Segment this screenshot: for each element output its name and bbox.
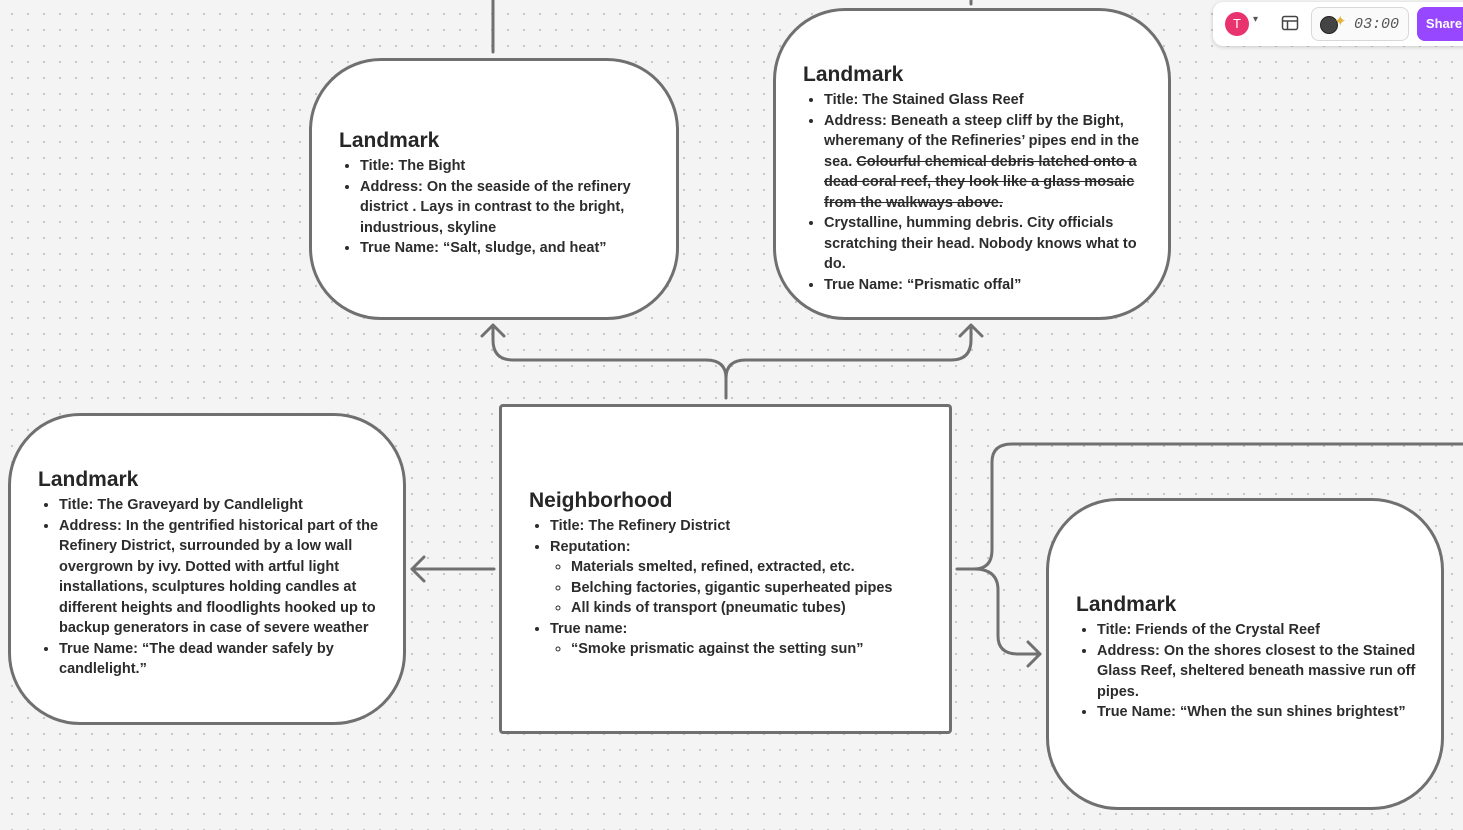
list-item: Address: On the seaside of the refinery …	[360, 177, 656, 239]
card-bullet-list: Title: The Bight Address: On the seaside…	[339, 156, 656, 259]
card-heading: Landmark	[38, 468, 139, 491]
list-item: True Name: “The dead wander safely by ca…	[59, 639, 383, 680]
landmark-card-graveyard[interactable]: Landmark Title: The Graveyard by Candlel…	[8, 413, 406, 725]
timer-value: 03:00	[1354, 16, 1400, 33]
connector-neighborhood-to-offscreen	[955, 442, 1463, 571]
sparkle-icon: ✦	[1334, 13, 1347, 30]
layout-icon[interactable]	[1281, 14, 1299, 32]
connector-neighborhood-to-bight	[491, 324, 728, 400]
reputation-label: Reputation:	[550, 538, 631, 555]
true-name-list: “Smoke prismatic against the setting sun…	[550, 639, 931, 660]
list-item: Title: The Refinery District	[550, 516, 931, 537]
list-item: Title: The Bight	[360, 156, 656, 177]
user-avatar[interactable]: T	[1225, 12, 1249, 36]
list-item: Materials smelted, refined, extracted, e…	[571, 557, 931, 578]
address-text: Address: Beneath a steep cliff by the Bi…	[824, 112, 1140, 170]
card-heading: Neighborhood	[529, 489, 673, 512]
card-bullet-list: Title: Friends of the Crystal Reef Addre…	[1076, 620, 1423, 723]
share-button[interactable]: Share	[1417, 7, 1463, 41]
list-item: True Name: “Salt, sludge, and heat”	[360, 238, 656, 259]
list-item: “Smoke prismatic against the setting sun…	[571, 639, 931, 660]
arrowhead-friends	[1026, 640, 1042, 668]
arrowhead-bight	[480, 323, 506, 338]
list-item: Title: The Stained Glass Reef	[824, 90, 1150, 111]
card-bullet-list: Title: The Graveyard by Candlelight Addr…	[38, 495, 383, 680]
list-item: Title: Friends of the Crystal Reef	[1097, 620, 1423, 641]
list-item: Belching factories, gigantic superheated…	[571, 578, 931, 599]
card-bullet-list: Title: The Stained Glass Reef Address: B…	[803, 90, 1150, 295]
arrowhead-reef	[958, 323, 984, 338]
timer-disc-icon	[1320, 16, 1338, 34]
connector-neighborhood-to-friends	[972, 567, 1042, 656]
card-bullet-list: Title: The Refinery District Reputation:…	[529, 516, 931, 660]
card-heading: Landmark	[339, 129, 440, 152]
list-item: Crystalline, humming debris. City offici…	[824, 213, 1150, 275]
list-item: True Name: “Prismatic offal”	[824, 275, 1150, 296]
list-item: Address: Beneath a steep cliff by the Bi…	[824, 111, 1150, 214]
strikethrough-text: Colourful chemical debris latched onto a…	[824, 153, 1137, 211]
neighborhood-card[interactable]: Neighborhood Title: The Refinery Distric…	[499, 404, 952, 734]
list-item: Address: In the gentrified historical pa…	[59, 516, 383, 639]
chevron-down-icon[interactable]: ▾	[1253, 14, 1259, 25]
landmark-card-friends[interactable]: Landmark Title: Friends of the Crystal R…	[1046, 498, 1444, 810]
list-item: True name: “Smoke prismatic against the …	[550, 619, 931, 660]
top-toolbar: T ▾ ✦ 03:00 Share	[1213, 2, 1463, 46]
timer-widget[interactable]: ✦ 03:00	[1311, 7, 1409, 41]
true-name-label: True name:	[550, 620, 628, 637]
landmark-card-reef[interactable]: Landmark Title: The Stained Glass Reef A…	[773, 8, 1171, 320]
list-item: Reputation: Materials smelted, refined, …	[550, 537, 931, 619]
card-heading: Landmark	[803, 63, 904, 86]
card-heading: Landmark	[1076, 593, 1177, 616]
arrowhead-graveyard	[410, 555, 426, 583]
landmark-card-bight[interactable]: Landmark Title: The Bight Address: On th…	[309, 58, 679, 320]
reputation-list: Materials smelted, refined, extracted, e…	[550, 557, 931, 619]
list-item: True Name: “When the sun shines brightes…	[1097, 702, 1423, 723]
list-item: Address: On the shores closest to the St…	[1097, 641, 1423, 703]
connector-neighborhood-to-reef	[724, 324, 973, 380]
list-item: All kinds of transport (pneumatic tubes)	[571, 598, 931, 619]
list-item: Title: The Graveyard by Candlelight	[59, 495, 383, 516]
